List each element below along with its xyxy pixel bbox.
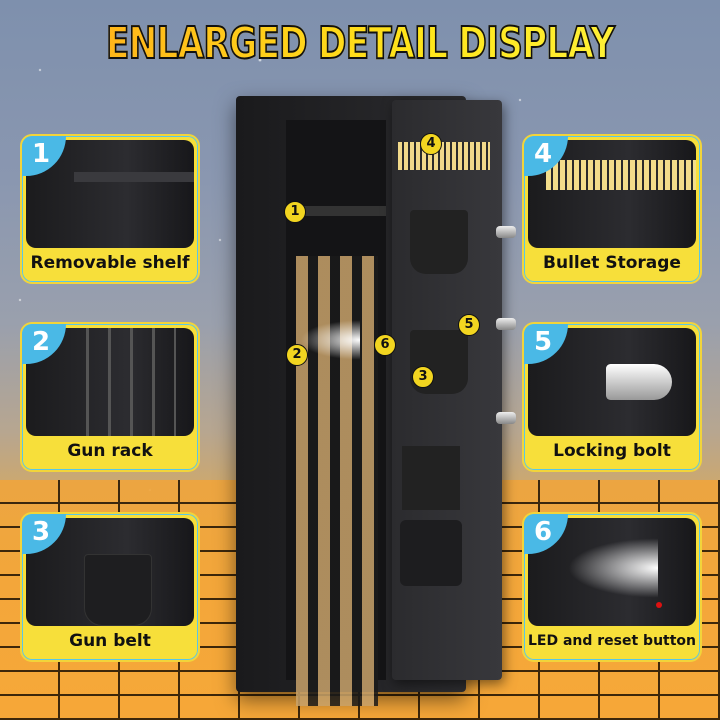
- removable-shelf: [286, 206, 386, 216]
- feature-number-badge: 1: [22, 136, 66, 176]
- locking-bolt-upper: [496, 226, 516, 238]
- marker-4: 4: [420, 133, 442, 155]
- rack-illustration: [86, 328, 176, 436]
- pistol-pocket-upper: [410, 210, 468, 274]
- locking-bolt-lower: [496, 412, 516, 424]
- page-title: ENLARGED DETAIL DISPLAY: [79, 17, 641, 70]
- door-pouch: [400, 520, 462, 586]
- feature-label: Gun belt: [69, 631, 151, 651]
- feature-label: Gun rack: [67, 441, 153, 461]
- feature-card-removable-shelf: 1 Removable shelf: [20, 134, 200, 284]
- locking-bolt-middle: [496, 318, 516, 330]
- led-light-beam: [568, 538, 658, 598]
- marker-2: 2: [286, 344, 308, 366]
- feature-label: LED and reset button: [527, 633, 697, 649]
- marker-1: 1: [284, 201, 306, 223]
- feature-label: Locking bolt: [553, 441, 671, 461]
- feature-label: Removable shelf: [30, 253, 190, 273]
- feature-number-badge: 6: [524, 514, 568, 554]
- feature-card-locking-bolt: 5 Locking bolt: [522, 322, 702, 472]
- bolt-illustration: [606, 364, 672, 400]
- marker-5: 5: [458, 314, 480, 336]
- feature-card-led-reset: 6 LED and reset button: [522, 512, 702, 662]
- feature-card-gun-rack: 2 Gun rack: [20, 322, 200, 472]
- reset-button-icon: [656, 602, 662, 608]
- marker-3: 3: [412, 366, 434, 388]
- feature-card-bullet-storage: 4 Bullet Storage: [522, 134, 702, 284]
- holster-illustration: [84, 554, 152, 626]
- marker-6: 6: [374, 334, 396, 356]
- gun-rack-photo: [26, 328, 194, 436]
- feature-label: Bullet Storage: [543, 253, 681, 273]
- door-mesh-panel: [402, 446, 460, 510]
- bullets-illustration: [546, 160, 696, 190]
- led-light-beam: [300, 320, 360, 360]
- bullet-storage-rack: [398, 142, 490, 170]
- shelf-illustration: [74, 172, 194, 182]
- safe-door: [392, 100, 516, 680]
- feature-card-gun-belt: 3 Gun belt: [20, 512, 200, 662]
